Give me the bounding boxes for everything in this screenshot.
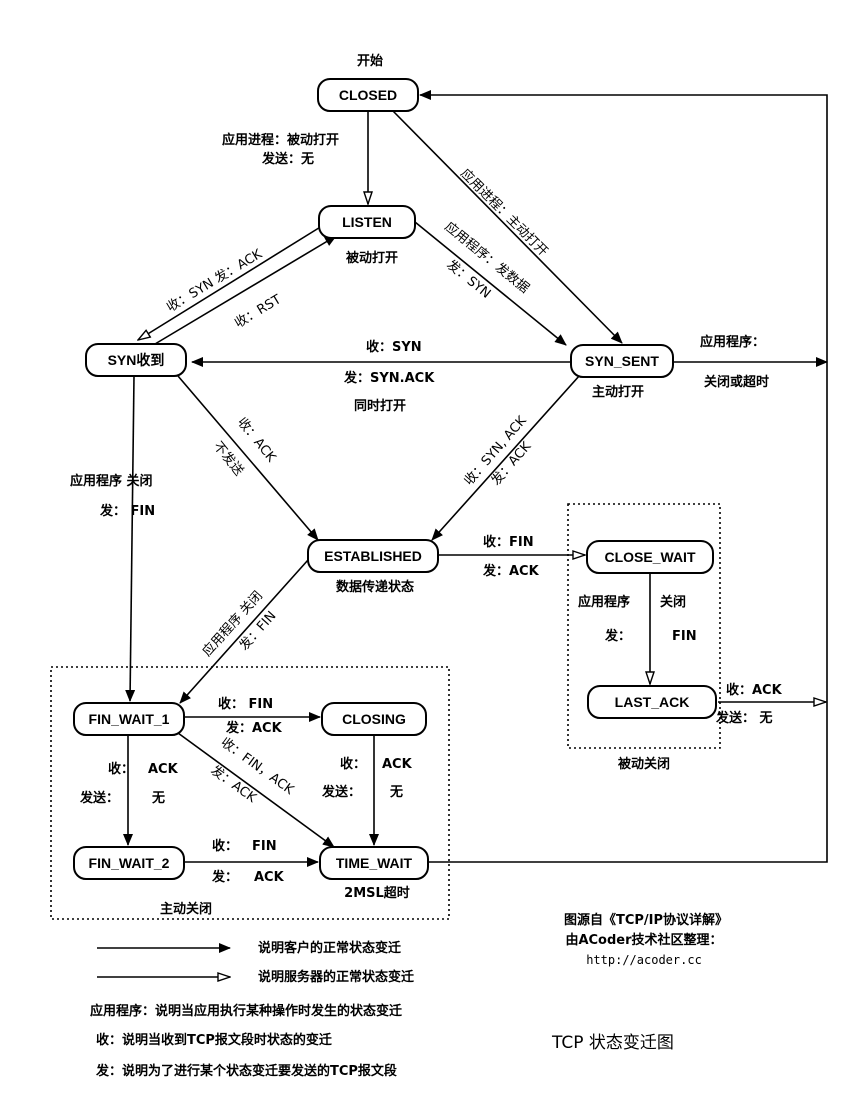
state-time-wait-label: TIME_WAIT — [336, 855, 413, 871]
label-closed-listen-2: 发送：无 — [261, 151, 314, 167]
source-line-1: 图源自《TCP/IP协议详解》 — [564, 912, 728, 928]
state-closing-label: CLOSING — [342, 711, 406, 727]
transition-listen-synsent — [414, 221, 567, 346]
label-fw1-fw2-1b: ACK — [148, 762, 179, 777]
label-synsent-timeout-2: 关闭或超时 — [704, 374, 769, 390]
established-note: 数据传递状态 — [336, 579, 414, 595]
legend-client-text: 说明客户的正常状态变迁 — [258, 940, 401, 956]
label-synsent-synrcvd-1: 收：SYN — [366, 339, 422, 355]
transition-synrcvd-listen — [154, 235, 337, 345]
legend-note-send: 发：说明为了进行某个状态变迁要发送的TCP报文段 — [95, 1063, 397, 1079]
state-syn-rcvd: SYN收到 — [85, 343, 187, 377]
state-time-wait: TIME_WAIT — [319, 846, 429, 880]
start-label: 开始 — [357, 53, 383, 69]
state-fin-wait-2-label: FIN_WAIT_2 — [89, 855, 170, 871]
label-fw2-timewait-1b: FIN — [252, 839, 277, 854]
diagram-title: TCP 状态变迁图 — [551, 1033, 674, 1053]
label-est-closewait-2: 发：ACK — [482, 563, 540, 579]
transition-synrcvd-finwait1 — [125, 375, 136, 702]
transition-closed-synsent — [391, 109, 623, 344]
label-est-closewait-1: 收：FIN — [483, 534, 534, 550]
transition-listen-synrcvd — [138, 225, 323, 340]
label-synrcvd-fw1-2: 发： FIN — [99, 503, 155, 519]
label-synsent-synrcvd-2: 发：SYN.ACK — [343, 370, 435, 386]
transition-timewait-closed — [419, 90, 828, 863]
label-closing-timewait-1a: 收： — [340, 756, 366, 772]
label-synrcvd-listen-1: 收：SYN 发：ACK — [164, 246, 265, 316]
label-lastack-closed-1: 收：ACK — [726, 682, 783, 698]
label-fw2-timewait-1a: 收： — [212, 838, 238, 854]
label-closing-timewait-2b: 无 — [389, 785, 403, 800]
state-established: ESTABLISHED — [307, 539, 439, 573]
label-synrcvd-listen-2: 收：RST — [232, 292, 284, 331]
label-synrcvd-est-1: 收：ACK — [234, 415, 279, 465]
label-fw1-fw2-2a: 发送： — [79, 790, 119, 806]
label-fw2-timewait-2a: 发： — [211, 869, 238, 885]
state-close-wait-label: CLOSE_WAIT — [604, 549, 695, 565]
passive-close-group-box — [567, 503, 721, 749]
state-closing: CLOSING — [321, 702, 427, 736]
label-synsent-timeout-1: 应用程序： — [700, 334, 765, 350]
active-close-label: 主动关闭 — [160, 901, 212, 917]
label-lastack-closed-2: 发送： 无 — [715, 710, 773, 726]
label-closewait-lastack-2a: 发： — [604, 628, 631, 644]
state-fin-wait-1: FIN_WAIT_1 — [73, 702, 185, 736]
legend-note-recv: 收：说明当收到TCP报文段时状态的变迁 — [96, 1032, 332, 1048]
state-syn-sent: SYN_SENT — [570, 344, 674, 378]
label-closewait-lastack-1b: 关闭 — [660, 594, 686, 610]
state-close-wait: CLOSE_WAIT — [586, 540, 714, 574]
state-listen-label: LISTEN — [342, 214, 392, 230]
label-closewait-lastack-2b: FIN — [672, 629, 697, 644]
label-closed-listen-1: 应用进程：被动打开 — [222, 132, 339, 148]
state-syn-rcvd-label: SYN收到 — [108, 352, 165, 368]
transition-established-finwait1 — [179, 559, 309, 704]
state-closed: CLOSED — [317, 78, 419, 112]
legend-server-text: 说明服务器的正常状态变迁 — [258, 969, 414, 985]
label-fw1-fw2-1a: 收： — [108, 761, 134, 777]
state-fin-wait-2: FIN_WAIT_2 — [73, 846, 185, 880]
label-synrcvd-est-2: 不发送 — [210, 438, 247, 478]
syn-sent-note: 主动打开 — [592, 384, 644, 400]
label-fw1-closing-1: 收： FIN — [218, 696, 273, 712]
source-line-2: 由ACoder技术社区整理： — [565, 932, 722, 948]
label-fw2-timewait-2b: ACK — [254, 870, 285, 885]
label-synrcvd-fw1-1: 应用程序 关闭 — [70, 473, 153, 489]
label-closing-timewait-1b: ACK — [382, 757, 413, 772]
label-closewait-lastack-1a: 应用程序 — [578, 594, 630, 610]
transition-synsent-established — [431, 374, 581, 541]
source-url: http://acoder.cc — [586, 953, 702, 967]
state-last-ack-label: LAST_ACK — [615, 694, 690, 710]
passive-close-label: 被动关闭 — [617, 756, 670, 772]
label-fw1-closing-2: 发：ACK — [225, 720, 283, 736]
transition-synrcvd-established — [177, 375, 319, 541]
state-listen: LISTEN — [318, 205, 416, 239]
state-established-label: ESTABLISHED — [324, 548, 422, 564]
listen-note: 被动打开 — [345, 250, 398, 266]
state-fin-wait-1-label: FIN_WAIT_1 — [89, 711, 170, 727]
simultaneous-open-note: 同时打开 — [354, 398, 406, 414]
label-fw1-fw2-2b: 无 — [151, 791, 165, 806]
state-syn-sent-label: SYN_SENT — [585, 353, 659, 369]
state-closed-label: CLOSED — [339, 87, 397, 103]
transition-finwait1-timewait — [177, 732, 335, 848]
state-last-ack: LAST_ACK — [587, 685, 717, 719]
legend-note-app: 应用程序：说明当应用执行某种操作时发生的状态变迁 — [90, 1003, 402, 1019]
label-closing-timewait-2a: 发送： — [321, 784, 361, 800]
time-wait-note: 2MSL超时 — [344, 885, 410, 901]
